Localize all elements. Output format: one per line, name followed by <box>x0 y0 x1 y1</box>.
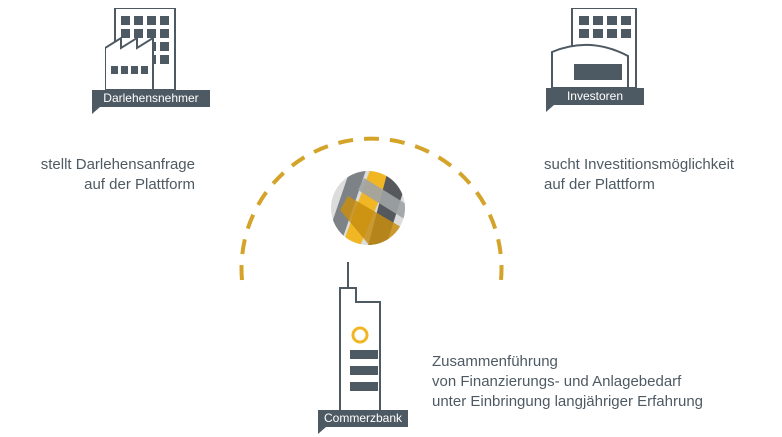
factory-building-icon <box>105 8 176 90</box>
commerzbank-tower-icon <box>339 262 381 414</box>
bank-description: Zusammenführung von Finanzierungs- und A… <box>432 353 704 410</box>
bank-label: Commerzbank <box>318 410 408 434</box>
office-building-icon <box>551 8 637 88</box>
platform-logo-icon <box>331 171 405 245</box>
borrower-description: stellt Darlehensanfrage auf der Plattfor… <box>40 156 195 193</box>
investor-description: sucht Investitionsmöglichkeit auf der Pl… <box>544 156 735 193</box>
borrower-label: Darlehensnehmer <box>92 90 210 114</box>
investor-label: Investoren <box>546 88 644 112</box>
